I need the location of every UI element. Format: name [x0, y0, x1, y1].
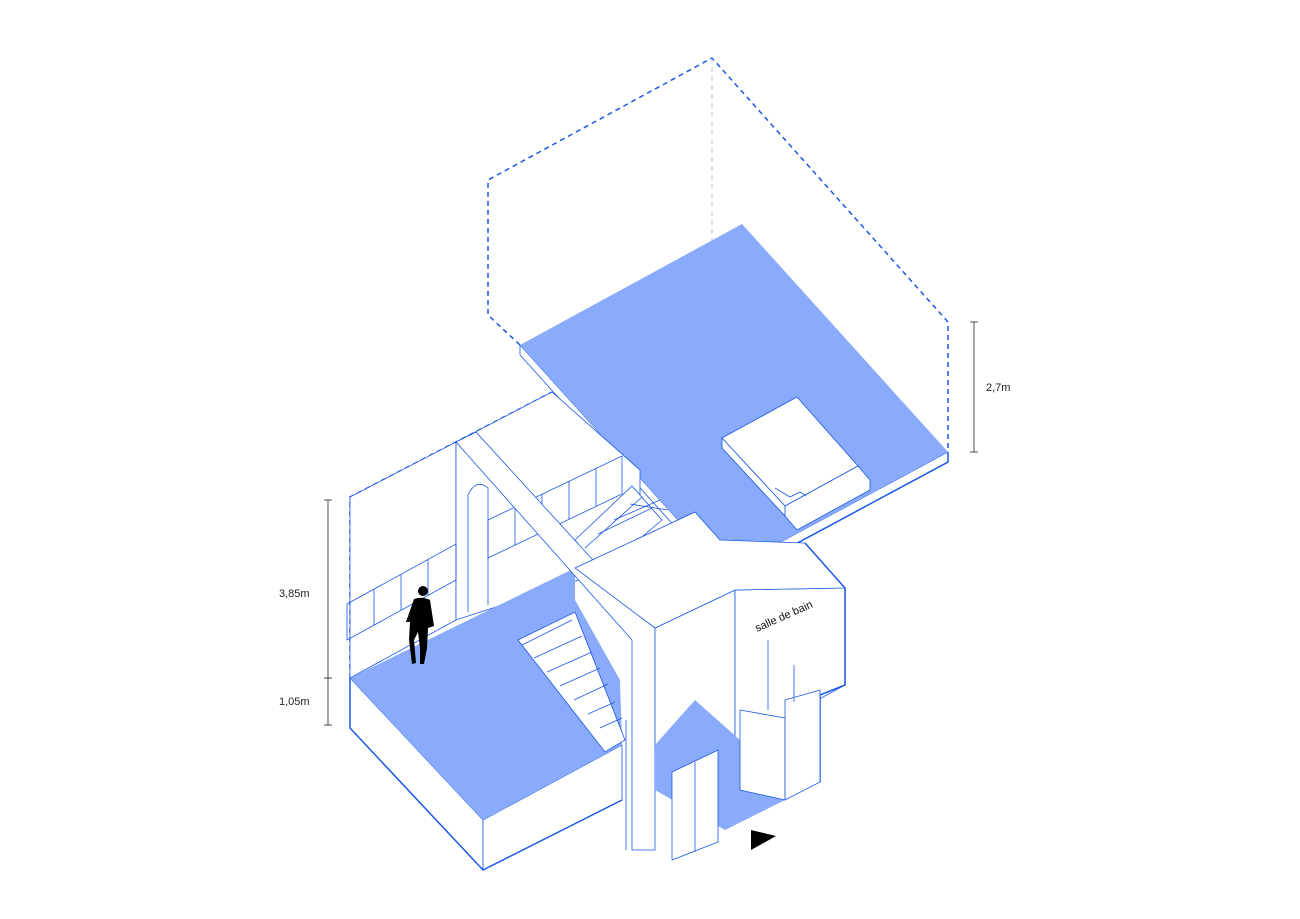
entry-arrow-icon — [751, 830, 776, 850]
arch-doorway — [467, 483, 489, 612]
dimension-label-upper: 2,7m — [986, 382, 1010, 394]
upper-wall-outline — [487, 57, 949, 452]
dimension-label-lower: 3,85m — [279, 588, 310, 600]
bathroom-panels — [625, 640, 821, 861]
upper-floor-edge — [724, 452, 949, 583]
lower-staircase — [517, 611, 626, 753]
structural-beam — [455, 431, 656, 851]
window-row-left — [346, 543, 457, 641]
lower-floor-edge — [349, 678, 623, 871]
dimension-upper — [970, 321, 978, 453]
dimension-lower — [324, 499, 332, 726]
dimension-label-base: 1,05m — [279, 696, 310, 708]
person-silhouette — [406, 586, 434, 664]
bed-pillow — [774, 487, 807, 498]
bed-side-left — [721, 436, 786, 518]
